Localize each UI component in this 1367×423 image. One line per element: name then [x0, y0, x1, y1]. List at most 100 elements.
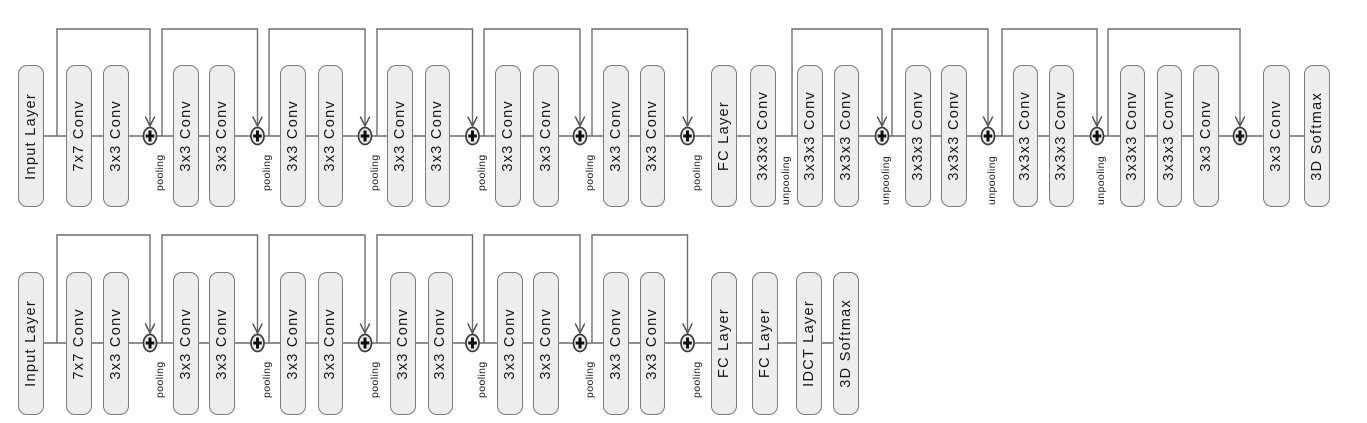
layer-box: IDCT Layer [796, 272, 822, 415]
pooling-label: pooling [584, 361, 596, 398]
layer-box: 3x3 Conv [280, 272, 306, 415]
layer-box: 3x3 Conv [387, 65, 413, 207]
arrowhead-icon [574, 323, 586, 335]
arrowhead-icon [144, 116, 156, 128]
layer-box-label: 3x3x3 Conv [801, 91, 818, 181]
layer-box-label: 3x3 Conv [432, 307, 449, 380]
layer-box-label: 3x3x3 Conv [1053, 91, 1070, 181]
layer-box: 3x3x3 Conv [797, 65, 823, 207]
layer-box: 3x3 Conv [640, 272, 665, 415]
skip-connection-line [56, 28, 151, 136]
skip-connection-line [268, 234, 366, 343]
layer-box-label: FC Layer [715, 308, 732, 379]
layer-box: 3x3 Conv [533, 272, 559, 415]
layer-box-label: 3x3 Conv [1268, 100, 1285, 172]
layer-box-label: 3x3 Conv [177, 307, 194, 380]
layer-box: 3D Softmax [1304, 65, 1330, 207]
arrowhead-icon [574, 116, 586, 128]
layer-box-label: 3x3 Conv [284, 100, 301, 172]
arrowhead-icon [682, 323, 693, 335]
layer-box: 3x3 Conv [173, 65, 199, 207]
layer-box: 3x3x3 Conv [1120, 65, 1145, 207]
layer-box: 3x3 Conv [390, 272, 416, 415]
layer-box: 3x3 Conv [425, 65, 450, 207]
arrowhead-icon [1234, 116, 1246, 128]
layer-box-label: 3x3x3 Conv [909, 91, 926, 181]
layer-box: Input Layer [18, 272, 44, 415]
skip-connection-line [268, 28, 366, 136]
arrowhead-icon [1091, 116, 1103, 128]
skip-connection-line [161, 28, 259, 136]
layer-box: 3x3 Conv [318, 65, 343, 207]
layer-box-label: 3x3 Conv [322, 100, 339, 172]
skip-connection-line [591, 28, 689, 136]
layer-box-label: 3x3 Conv [394, 307, 411, 380]
layer-box: 3x3x3 Conv [750, 65, 776, 207]
layer-box-label: 7x7 Conv [70, 100, 87, 172]
layer-box-label: FC Layer [715, 100, 732, 172]
arrowhead-icon [982, 116, 994, 128]
layer-box: 7x7 Conv [66, 65, 92, 207]
layer-box: Input Layer [18, 65, 44, 207]
skip-connection-line [376, 28, 474, 136]
layer-box: 3x3 Conv [495, 65, 521, 207]
arrowhead-icon [252, 116, 263, 128]
layer-box: 3D Softmax [833, 272, 859, 415]
layer-box-label: 3x3 Conv [537, 307, 554, 380]
layer-box: 3x3 Conv [280, 65, 306, 207]
layer-box: 3x3 Conv [497, 272, 523, 415]
layer-box: 3x3x3 Conv [1157, 65, 1182, 207]
layer-box-label: 3x3 Conv [213, 100, 230, 172]
layer-box-label: 3x3 Conv [607, 100, 624, 172]
pooling-label: pooling [476, 154, 488, 191]
pooling-label: pooling [691, 154, 703, 191]
layer-box-label: 3x3 Conv [177, 100, 194, 172]
pooling-label: pooling [154, 361, 166, 398]
pooling-label: pooling [369, 154, 381, 191]
layer-box-label: 3D Softmax [1308, 91, 1325, 181]
layer-box: 3x3 Conv [533, 65, 559, 207]
skip-connection-line [1107, 28, 1241, 136]
layer-box-label: 3x3 Conv [429, 100, 446, 172]
pooling-label: pooling [261, 361, 273, 398]
layer-box: 3x3 Conv [173, 272, 199, 415]
layer-box: 3x3 Conv [103, 65, 129, 207]
layer-box: 3x3 Conv [1263, 65, 1290, 207]
skip-connection-line [483, 234, 581, 343]
skip-connection-line [891, 28, 989, 136]
layer-box-label: Input Layer [22, 300, 39, 387]
arrowhead-icon [682, 116, 693, 128]
layer-box: FC Layer [711, 272, 737, 415]
layer-box: 3x3 Conv [428, 272, 453, 415]
arrowhead-icon [876, 116, 888, 128]
unpooling-label: unpooling [1095, 155, 1107, 206]
layer-box-label: 3x3 Conv [644, 100, 661, 172]
layer-box-label: IDCT Layer [800, 300, 817, 387]
layer-box: 3x3x3 Conv [1013, 65, 1038, 207]
layer-box-label: Input Layer [22, 92, 39, 180]
skip-connection-line [376, 234, 474, 343]
layer-box: 3x3 Conv [209, 65, 235, 207]
layer-box-label: 3x3x3 Conv [838, 91, 855, 181]
layer-box: FC Layer [752, 272, 778, 415]
layer-box-label: 3x3 Conv [501, 307, 518, 380]
layer-box: 7x7 Conv [66, 272, 92, 415]
layer-box-label: 7x7 Conv [70, 307, 87, 380]
layer-box: 3x3x3 Conv [834, 65, 859, 207]
arrowhead-icon [359, 323, 371, 335]
pooling-label: pooling [476, 361, 488, 398]
pooling-label: pooling [584, 154, 596, 191]
arrowhead-icon [144, 323, 156, 335]
layer-box-label: 3x3x3 Conv [754, 91, 771, 181]
pooling-label: pooling [154, 154, 166, 191]
skip-connection-line [791, 28, 883, 136]
layer-box-label: 3x3 Conv [537, 100, 554, 172]
unpooling-label: unpooling [880, 155, 892, 206]
layer-box: 3x3 Conv [640, 65, 665, 207]
layer-box-label: 3x3x3 Conv [1161, 91, 1178, 181]
layer-box-label: 3x3 Conv [644, 307, 661, 380]
layer-box: 3x3x3 Conv [905, 65, 931, 207]
layer-box-label: 3x3 Conv [284, 307, 301, 380]
layer-box: 3x3 Conv [603, 65, 629, 207]
